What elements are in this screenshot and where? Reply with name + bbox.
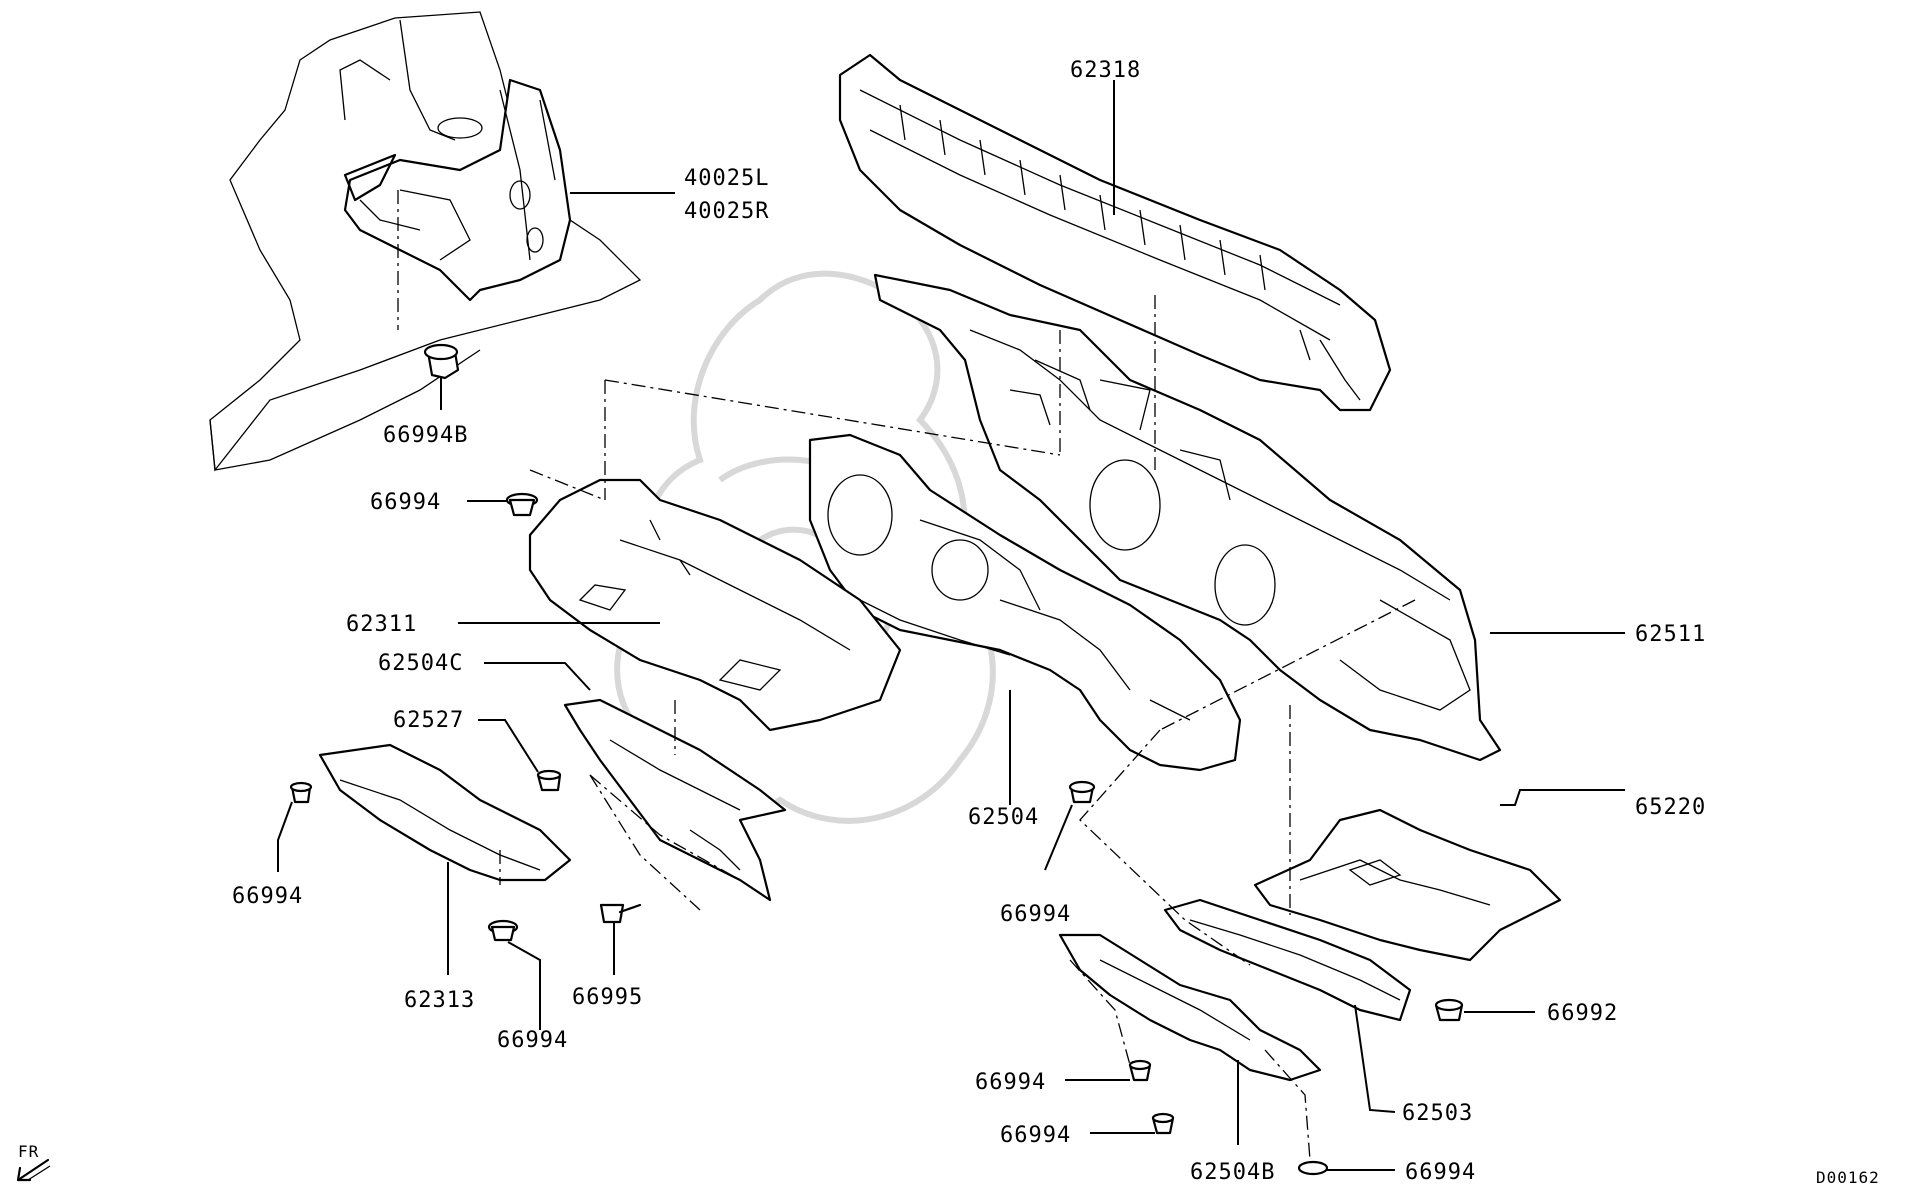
part-62511 — [873, 273, 1502, 762]
label-66995: 66995 — [572, 985, 643, 1010]
label-66994-g: 66994 — [1405, 1160, 1476, 1185]
part-62313 — [318, 743, 572, 882]
label-66994-a: 66994 — [370, 490, 441, 515]
part-65220 — [1253, 808, 1562, 962]
label-40025R: 40025R — [684, 199, 769, 224]
leader-lines — [277, 80, 1625, 1171]
front-orientation: FR — [16, 1142, 51, 1182]
label-66994-f: 66994 — [1000, 1123, 1071, 1148]
label-66994B: 66994B — [383, 423, 468, 448]
label-62504: 62504 — [968, 805, 1039, 830]
part-62318 — [838, 53, 1392, 412]
relation-lines — [499, 295, 1416, 1161]
label-40025L: 40025L — [684, 166, 769, 191]
clip-66994-g — [1297, 1160, 1329, 1176]
label-65220: 65220 — [1635, 795, 1706, 820]
part-62504C — [563, 698, 787, 902]
clip-66994-b — [289, 781, 313, 804]
part-62504B — [1058, 933, 1322, 1082]
front-label: FR — [18, 1142, 39, 1161]
part-62504 — [808, 433, 1242, 772]
clip-66994-d — [1068, 780, 1096, 804]
bolt-66995 — [599, 903, 642, 924]
label-66994-c: 66994 — [497, 1028, 568, 1053]
diagram-code: D00162 — [1816, 1168, 1880, 1187]
label-62311: 62311 — [346, 612, 417, 637]
label-66994-e: 66994 — [975, 1070, 1046, 1095]
part-40025 — [209, 11, 642, 472]
label-66994-d: 66994 — [1000, 902, 1071, 927]
label-62313: 62313 — [404, 988, 475, 1013]
label-66994-b: 66994 — [232, 884, 303, 909]
label-62504B: 62504B — [1190, 1160, 1275, 1185]
part-62503 — [1163, 898, 1412, 1022]
part-labels: 62318 40025L 40025R 66994B 66994 62311 6… — [232, 58, 1706, 1185]
part-62311 — [528, 478, 902, 732]
clip-66994-f — [1151, 1112, 1175, 1135]
label-66992: 66992 — [1547, 1001, 1618, 1026]
clip-62527 — [536, 769, 562, 792]
clip-66994B — [397, 190, 460, 380]
clip-66994-e — [1128, 1059, 1152, 1082]
front-arrow-icon — [16, 1158, 51, 1182]
clip-66992 — [1434, 998, 1464, 1022]
label-62318: 62318 — [1070, 58, 1141, 83]
label-62527: 62527 — [393, 708, 464, 733]
label-62504C: 62504C — [378, 651, 463, 676]
clip-66994-a — [505, 492, 539, 517]
label-62511: 62511 — [1635, 622, 1706, 647]
clip-66994-c — [487, 919, 519, 942]
label-62503: 62503 — [1402, 1101, 1473, 1126]
